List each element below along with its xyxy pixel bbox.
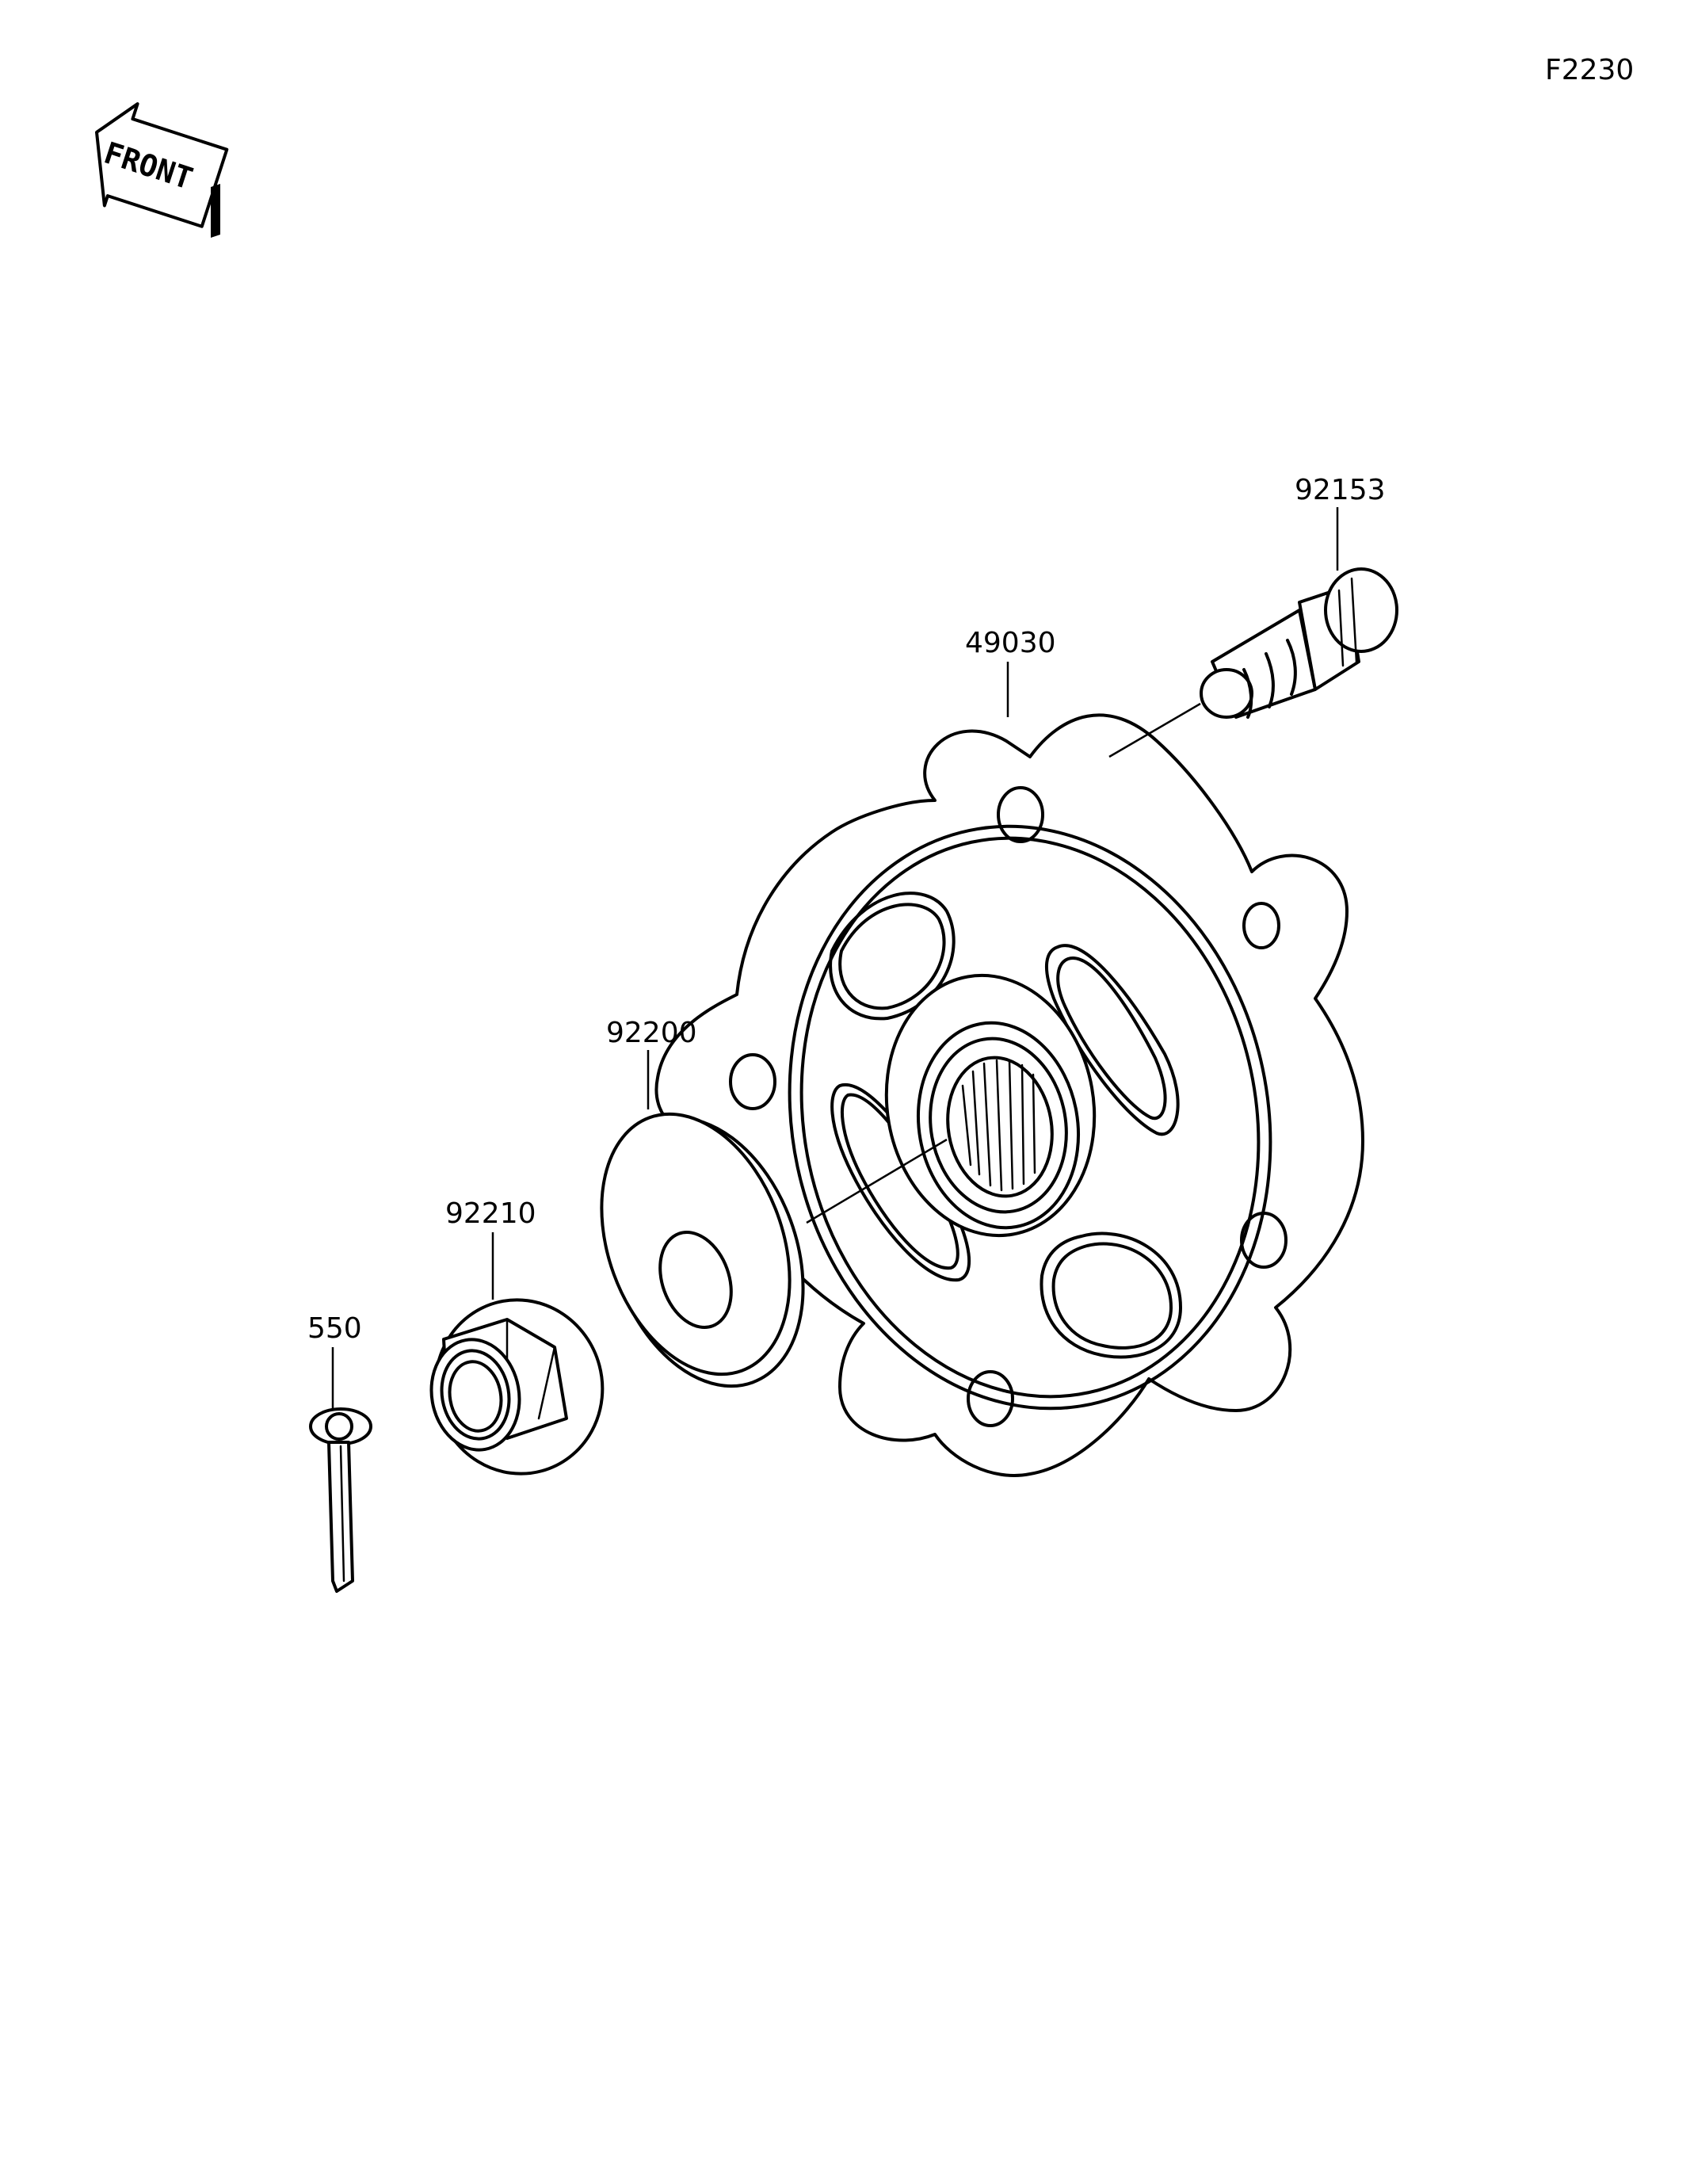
hub-bolt — [1200, 567, 1398, 719]
cotter-pin — [309, 1407, 372, 1593]
leader-lines — [331, 507, 1339, 1411]
hub-splines — [961, 1059, 1036, 1192]
part-label-92200: 92200 — [606, 1017, 697, 1049]
castle-nut — [429, 1298, 605, 1476]
part-label-550: 550 — [307, 1312, 362, 1345]
figure-code: F2230 — [1545, 54, 1634, 86]
part-label-92210: 92210 — [445, 1197, 536, 1230]
washer — [600, 1112, 805, 1388]
front-arrow-icon: FRONT — [94, 102, 229, 238]
part-label-49030: 49030 — [965, 627, 1056, 659]
hub — [654, 713, 1364, 1477]
part-label-92153: 92153 — [1295, 474, 1386, 506]
